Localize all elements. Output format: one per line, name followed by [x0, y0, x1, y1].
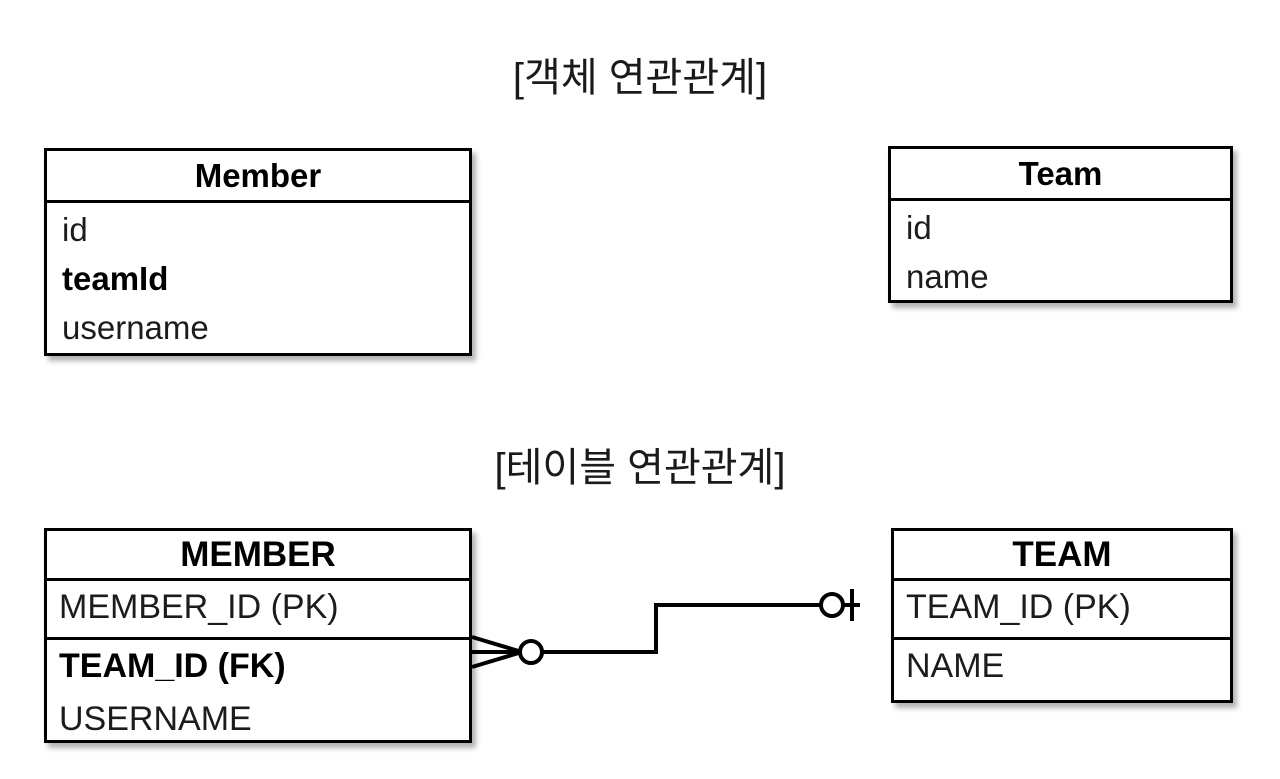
- entity-fields-team: id name: [891, 201, 1230, 300]
- column-member-id-pk: MEMBER_ID (PK): [59, 588, 339, 626]
- field-member-teamid: teamId: [62, 260, 169, 297]
- entity-box-member[interactable]: Member id teamId username: [44, 148, 472, 356]
- entity-header-team-table: TEAM: [894, 531, 1230, 581]
- relationship-connector: [460, 575, 860, 690]
- field-member-id: id: [62, 211, 88, 248]
- entity-fields-member: id teamId username: [47, 203, 469, 353]
- column-team-id-fk: TEAM_ID (FK): [59, 647, 286, 685]
- field-team-id: id: [906, 209, 932, 246]
- field-member-username: username: [62, 309, 209, 346]
- relationship-line: [542, 603, 821, 654]
- entity-header-team: Team: [891, 149, 1230, 201]
- column-group-attrs-team: NAME: [894, 637, 1230, 695]
- optional-circle-right-icon: [819, 592, 845, 618]
- optional-circle-left-icon: [518, 639, 544, 665]
- column-username: USERNAME: [59, 700, 252, 738]
- entity-columns-team-table: TEAM_ID (PK) NAME: [894, 581, 1230, 695]
- column-group-keys-team: TEAM_ID (PK): [894, 581, 1230, 637]
- column-team-id-pk: TEAM_ID (PK): [906, 588, 1131, 626]
- table-model-title: [테이블 연관관계]: [494, 446, 786, 490]
- column-name: NAME: [906, 647, 1005, 685]
- entity-columns-member-table: MEMBER_ID (PK) TEAM_ID (FK) USERNAME: [47, 581, 469, 738]
- entity-box-member-table[interactable]: MEMBER MEMBER_ID (PK) TEAM_ID (FK) USERN…: [44, 528, 472, 743]
- entity-box-team[interactable]: Team id name: [888, 146, 1233, 303]
- field-team-name: name: [906, 257, 989, 295]
- column-group-attrs-member: TEAM_ID (FK) USERNAME: [47, 637, 469, 738]
- crows-foot-icon: [471, 635, 523, 669]
- column-group-keys-member: MEMBER_ID (PK): [47, 581, 469, 637]
- entity-box-team-table[interactable]: TEAM TEAM_ID (PK) NAME: [891, 528, 1233, 703]
- entity-header-member-table: MEMBER: [47, 531, 469, 581]
- object-model-title: [객체 연관관계]: [512, 56, 768, 100]
- entity-header-member: Member: [47, 151, 469, 203]
